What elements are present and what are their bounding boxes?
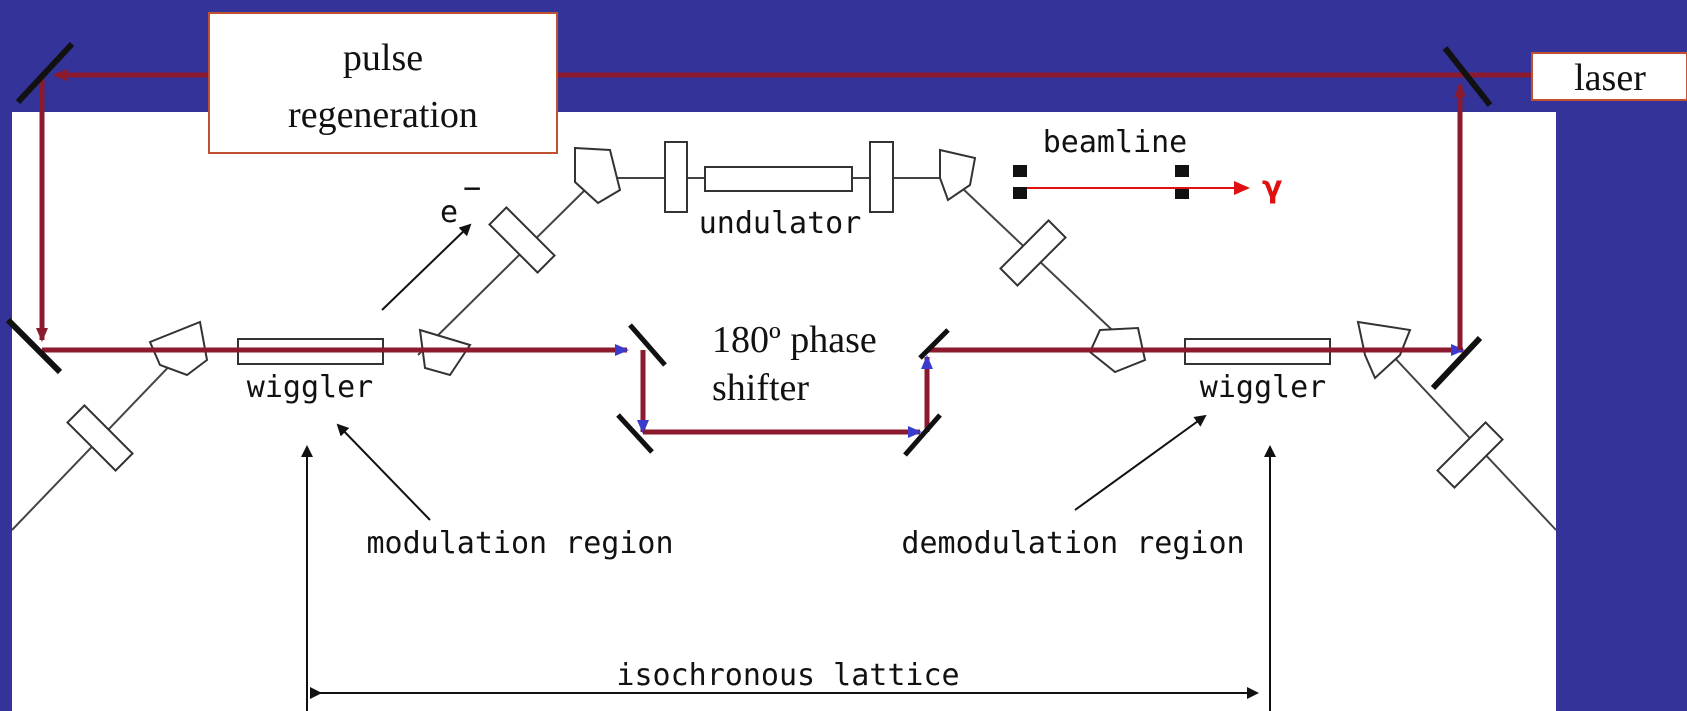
- beamline-block-1: [1013, 165, 1027, 177]
- phase-shifter-label-line2: shifter: [712, 367, 809, 409]
- undulator-pole-right: [869, 141, 894, 213]
- beamline-block-4: [1175, 187, 1189, 199]
- laser-label-box: [1531, 52, 1687, 101]
- demodulation-region-label: demodulation region: [901, 526, 1244, 561]
- undulator-label: undulator: [699, 206, 862, 241]
- undulator-assembly: [664, 141, 894, 213]
- mirror-top-left: [15, 41, 75, 105]
- laser-label: laser: [1574, 57, 1646, 99]
- mirror-phase-4: [918, 328, 950, 360]
- pulse-regeneration-box: [208, 12, 558, 154]
- mirror-phase-1: [628, 323, 667, 367]
- undulator-body: [704, 166, 853, 192]
- beamline-block-3: [1175, 165, 1189, 177]
- pulse-regeneration-label-line1: pulse: [343, 37, 423, 79]
- undulator-pole-left: [664, 141, 688, 213]
- modulation-region-label: modulation region: [366, 526, 673, 561]
- wiggler-right-label: wiggler: [1200, 370, 1326, 405]
- gamma-label: γ: [1262, 170, 1282, 205]
- electron-label: e: [440, 195, 458, 230]
- mirrors: [5, 41, 1493, 457]
- isochronous-lattice-label: isochronous lattice: [616, 658, 959, 693]
- electron-direction-arrow: [381, 223, 472, 311]
- phase-shifter-label-line1: 180º phase: [712, 319, 877, 361]
- mirror-mid-right: [1430, 335, 1483, 391]
- pointer-arrows: [301, 223, 1276, 711]
- mirror-phase-3: [903, 413, 942, 457]
- quadrupoles: [66, 206, 1504, 489]
- beamline: [1013, 165, 1250, 199]
- bend-magnet-3: [574, 146, 622, 205]
- bending-magnets: [148, 146, 1412, 380]
- beamline-block-2: [1013, 187, 1027, 199]
- diagram-panel: [12, 112, 1556, 711]
- mirror-top-right: [1442, 46, 1493, 107]
- quadrupole-1: [66, 404, 134, 472]
- quadrupole-3: [999, 219, 1067, 287]
- modulation-pointer-diag: [336, 423, 431, 521]
- quadrupole-4: [1436, 421, 1504, 489]
- electron-charge-sign: −: [463, 171, 481, 206]
- mirror-phase-2: [616, 413, 654, 454]
- quadrupole-2: [488, 206, 556, 274]
- bend-magnet-4: [939, 148, 977, 202]
- pulse-regeneration-label-line2: regeneration: [288, 94, 478, 136]
- mirror-mid-left: [5, 317, 63, 375]
- demodulation-pointer-diag: [1074, 414, 1207, 511]
- wiggler-left-label: wiggler: [247, 370, 373, 405]
- beamline-label: beamline: [1043, 125, 1188, 160]
